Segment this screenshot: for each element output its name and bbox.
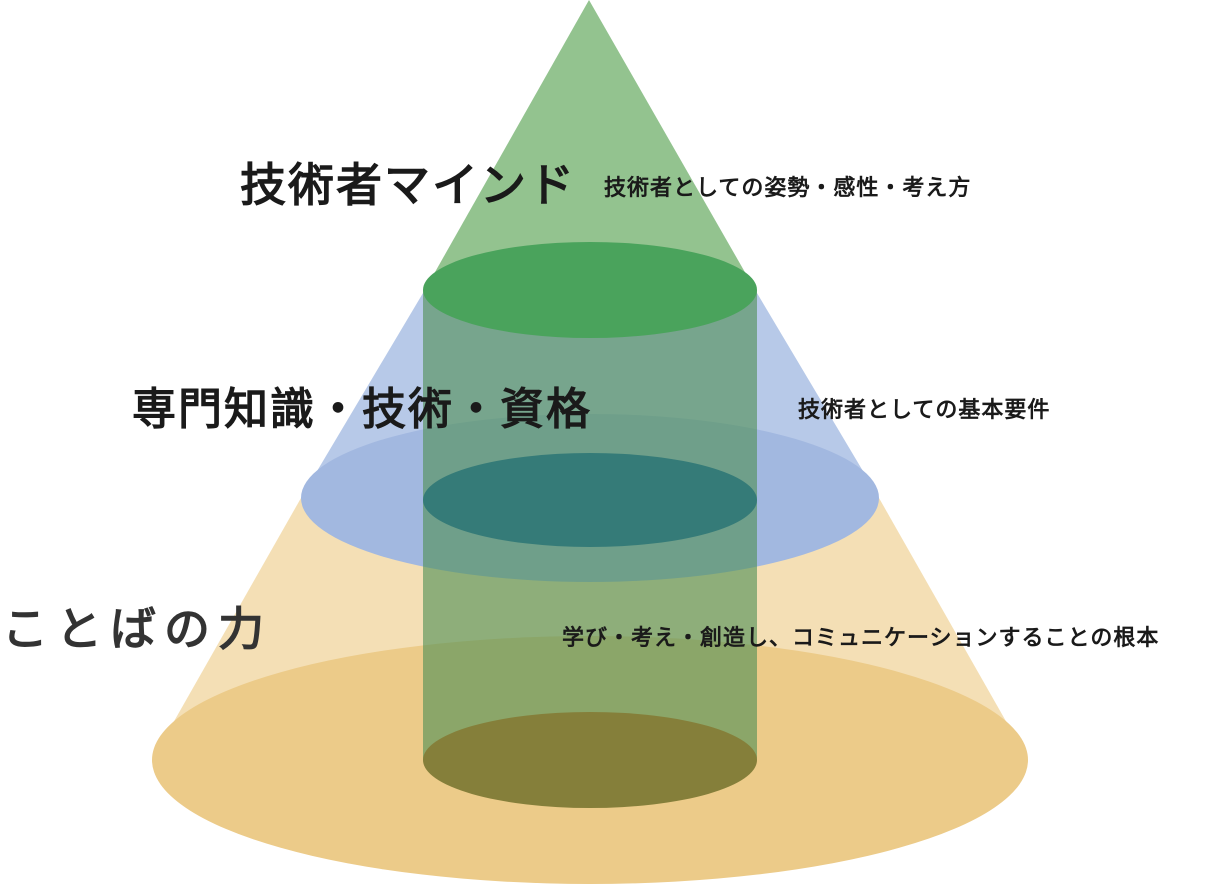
cylinder-middle-ellipse <box>423 453 757 547</box>
mind-ellipse <box>423 242 757 338</box>
cone-top-section <box>426 0 754 288</box>
cylinder-bottom-ellipse <box>423 712 757 808</box>
skill-title: 専門知識・技術・資格 <box>132 384 592 435</box>
mind-description: 技術者としての姿勢・感性・考え方 <box>604 176 972 201</box>
language-description: 学び・考え・創造し、コミュニケーションすることの根本 <box>562 626 1160 651</box>
language-title: ことばの力 <box>2 602 272 656</box>
skill-description: 技術者としての基本要件 <box>798 398 1051 423</box>
mind-title: 技術者マインド <box>240 158 576 212</box>
